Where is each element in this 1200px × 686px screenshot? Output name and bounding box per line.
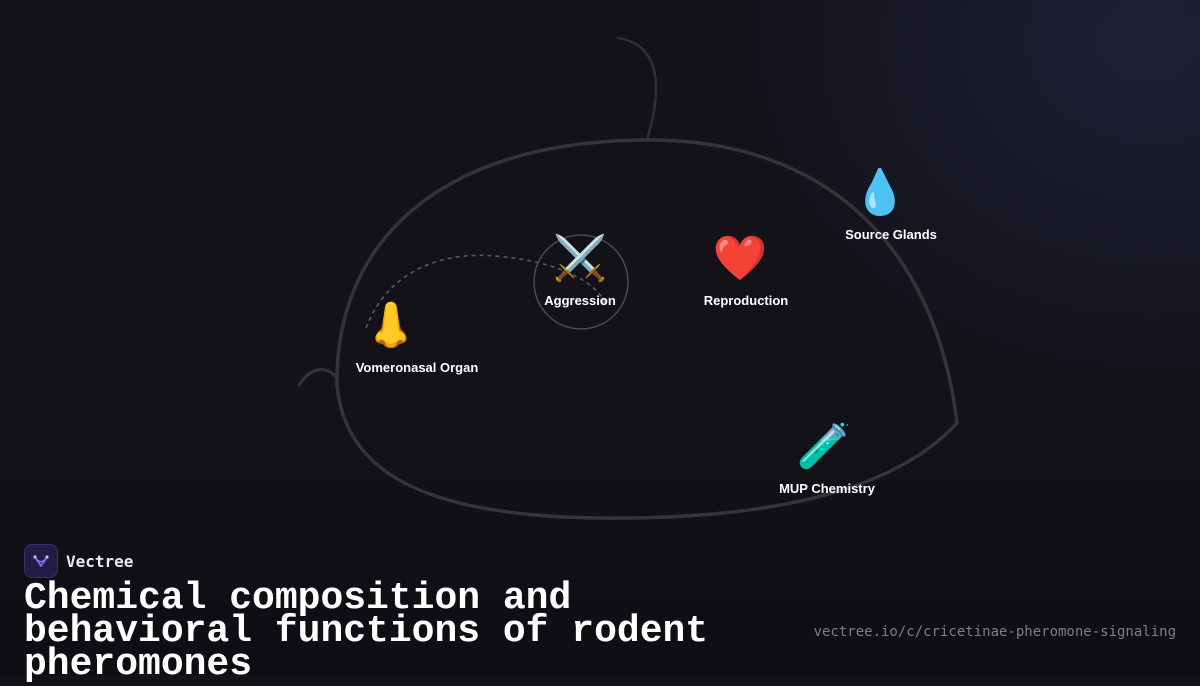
node-mup-chemistry[interactable]: 🧪 MUP Chemistry (773, 421, 875, 496)
source-url[interactable]: vectree.io/c/cricetinae-pheromone-signal… (813, 624, 1176, 640)
mouse-body (335, 138, 959, 520)
crossed-swords-icon: ⚔️ (552, 233, 608, 284)
brand-name: Vectree (66, 551, 134, 571)
highlight-ring (533, 234, 629, 330)
node-label: Source Glands (845, 227, 937, 242)
vectree-logo-icon (24, 544, 58, 578)
node-label: Aggression (544, 293, 616, 308)
nose-icon: 👃 (363, 300, 419, 351)
connector-vomeronasal-aggression (365, 254, 605, 329)
page-title: Chemical composition and behavioral func… (24, 577, 709, 686)
test-tube-icon: 🧪 (796, 421, 852, 472)
node-vomeronasal-organ[interactable]: 👃 Vomeronasal Organ (304, 300, 479, 375)
heart-icon: ❤️ (712, 233, 768, 284)
mouse-tail (616, 36, 658, 142)
node-aggression[interactable]: ⚔️ Aggression (544, 233, 616, 308)
node-label: MUP Chemistry (779, 481, 875, 496)
node-label: Vomeronasal Organ (355, 360, 479, 375)
connector-end-dot (600, 298, 606, 304)
mouse-nose (297, 368, 339, 387)
droplet-icon: 💧 (852, 167, 908, 218)
node-source-glands[interactable]: 💧 Source Glands (823, 167, 937, 242)
node-label: Reproduction (703, 293, 789, 308)
brand[interactable]: Vectree (24, 544, 133, 578)
node-reproduction[interactable]: ❤️ Reproduction (692, 233, 789, 308)
